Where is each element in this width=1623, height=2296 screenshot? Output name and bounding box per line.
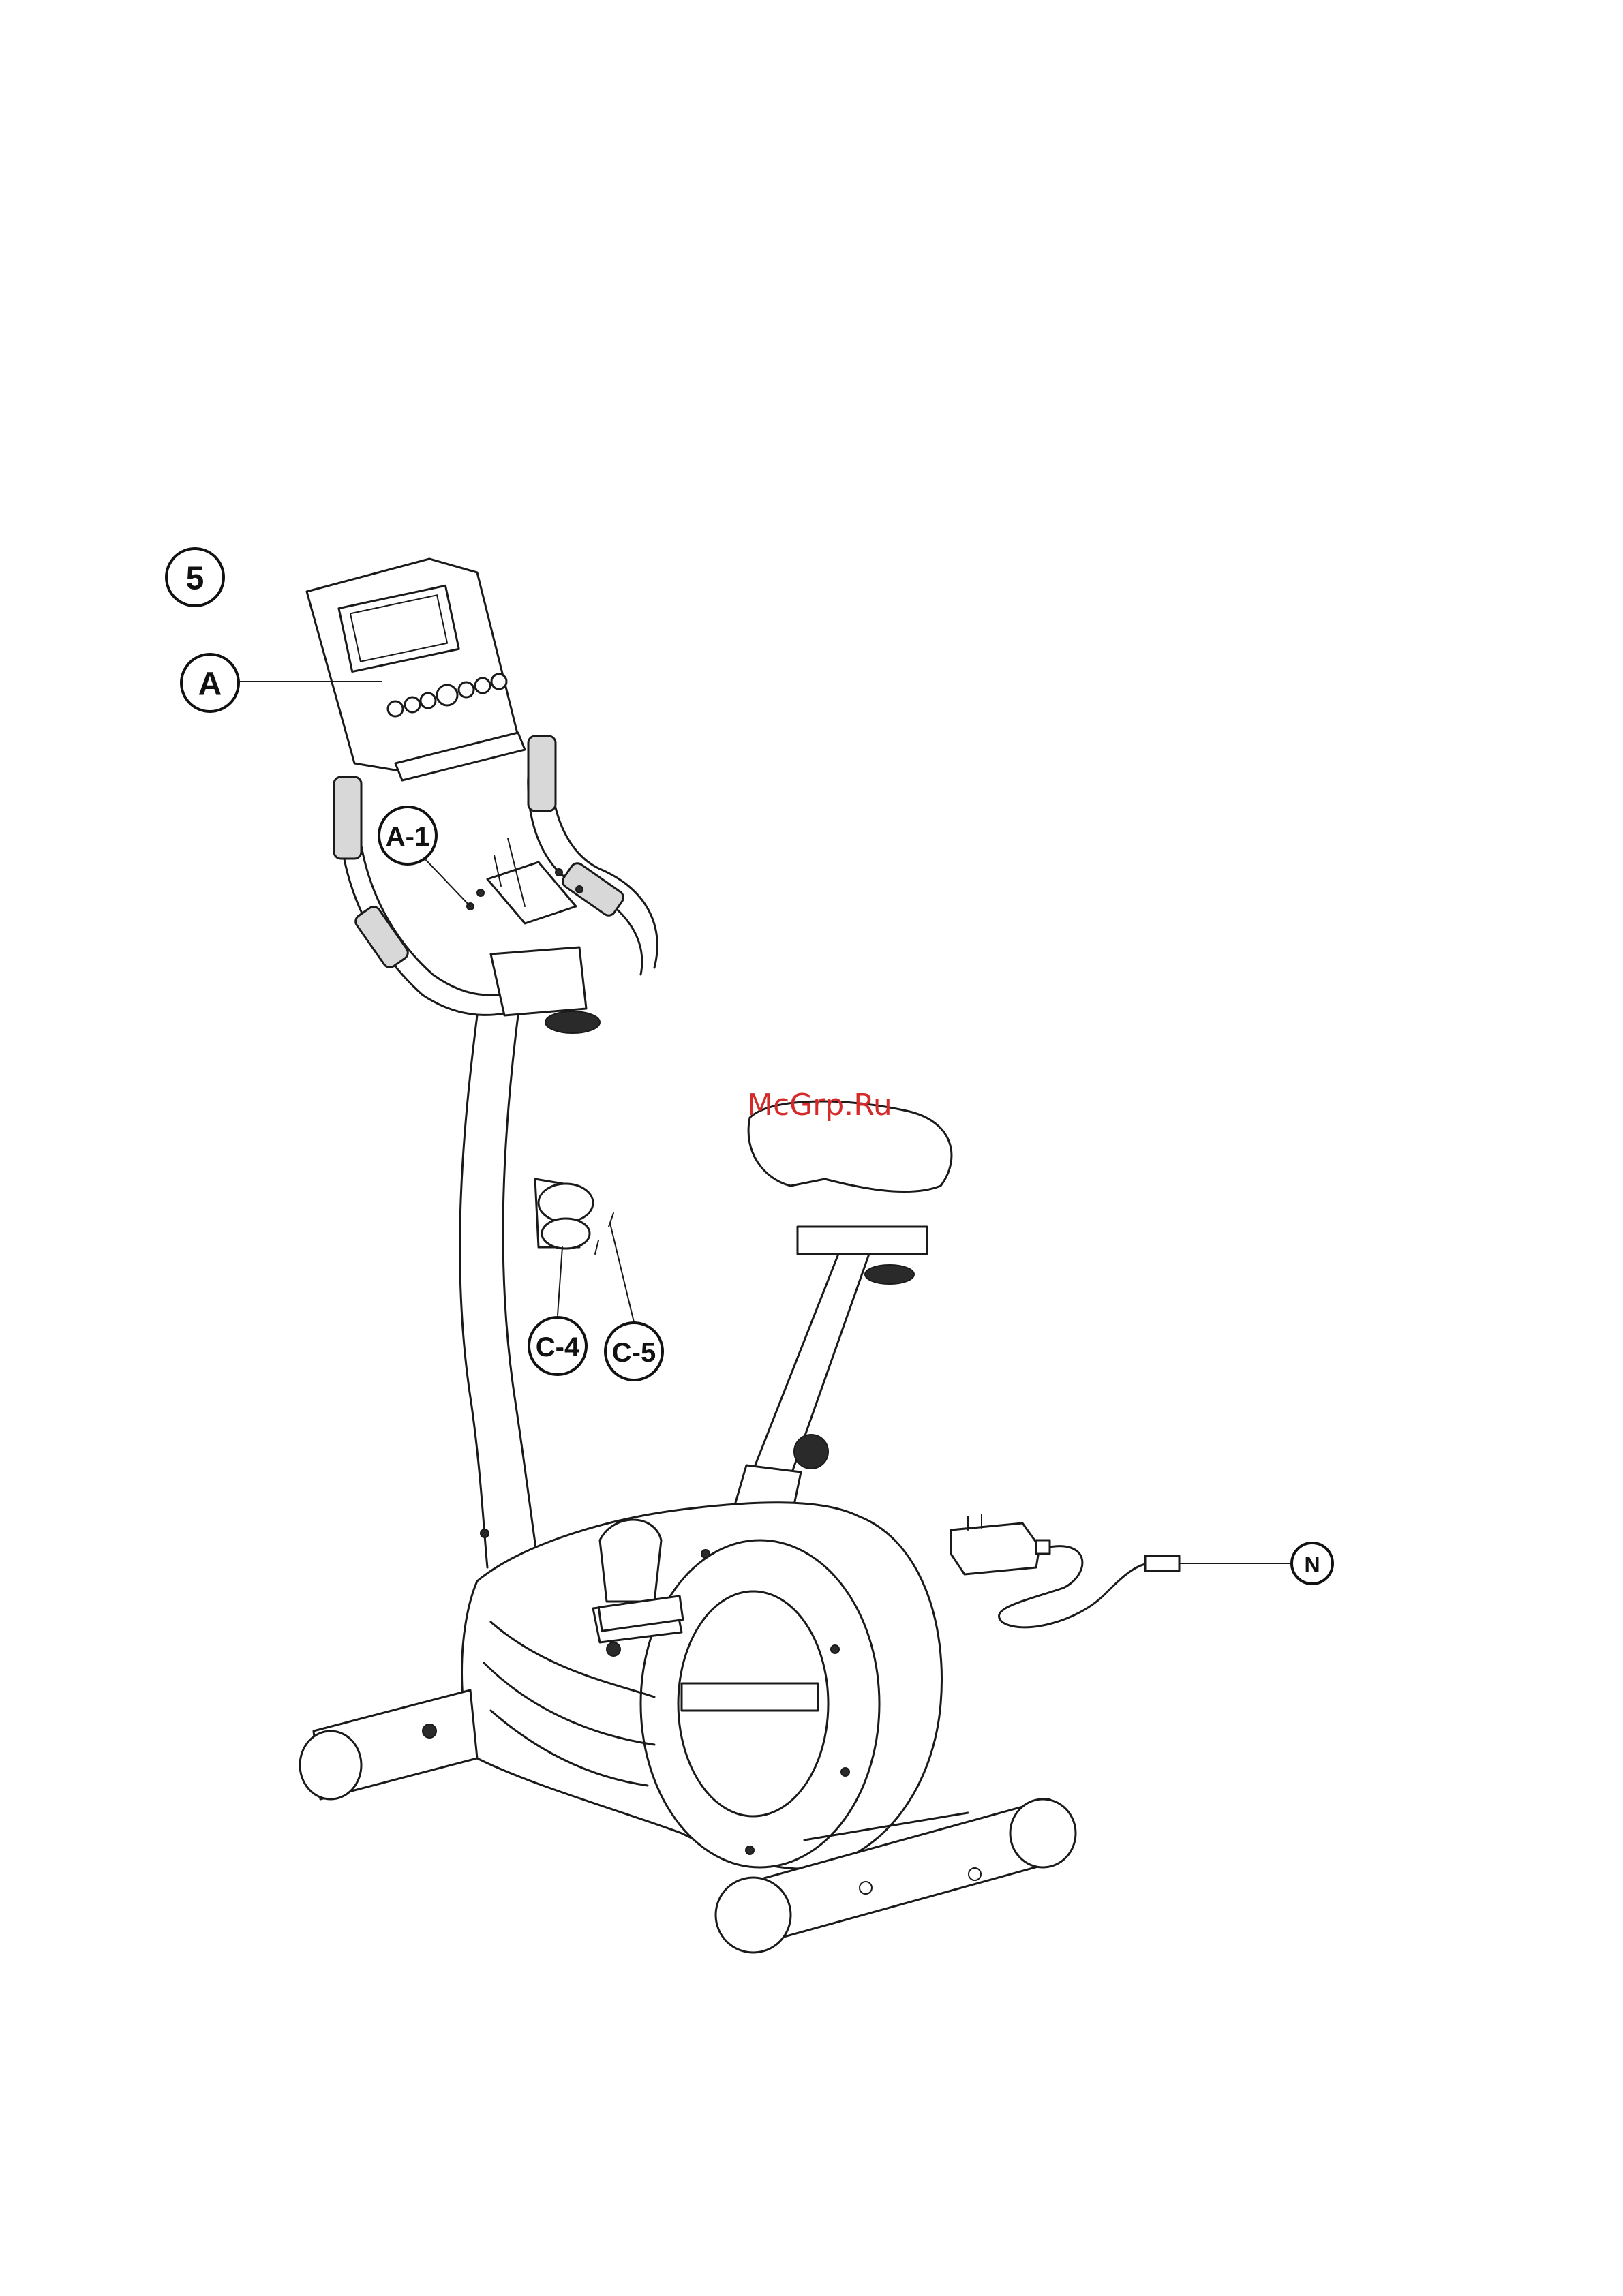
console-unit xyxy=(307,559,525,780)
front-stabilizer xyxy=(300,1690,477,1799)
post-adjust-knob xyxy=(794,1435,828,1469)
callout-c5-label: C-5 xyxy=(612,1338,656,1368)
seat-adjust-knob xyxy=(865,1265,914,1284)
flywheel-housing xyxy=(462,1503,942,1869)
watermark: McGrp.Ru xyxy=(747,1088,892,1122)
callout-n: N xyxy=(1207,1543,1333,1584)
callout-c5: C-5 xyxy=(605,1223,663,1380)
callout-a1-label: A-1 xyxy=(386,822,429,852)
callout-c4-label: C-4 xyxy=(536,1332,580,1362)
callout-a1: A-1 xyxy=(379,807,470,906)
step-number: 5 xyxy=(186,561,204,597)
upright-post xyxy=(460,947,600,1567)
callout-c4: C-4 xyxy=(529,1247,586,1375)
seat-assembly xyxy=(723,1101,952,1554)
power-adapter xyxy=(951,1514,1207,1627)
callout-a-label: A xyxy=(198,667,222,703)
tension-knob xyxy=(545,1011,600,1033)
callout-n-label: N xyxy=(1304,1552,1320,1577)
bottle-holder xyxy=(535,1179,613,1254)
step-number-badge: 5 xyxy=(166,549,224,606)
